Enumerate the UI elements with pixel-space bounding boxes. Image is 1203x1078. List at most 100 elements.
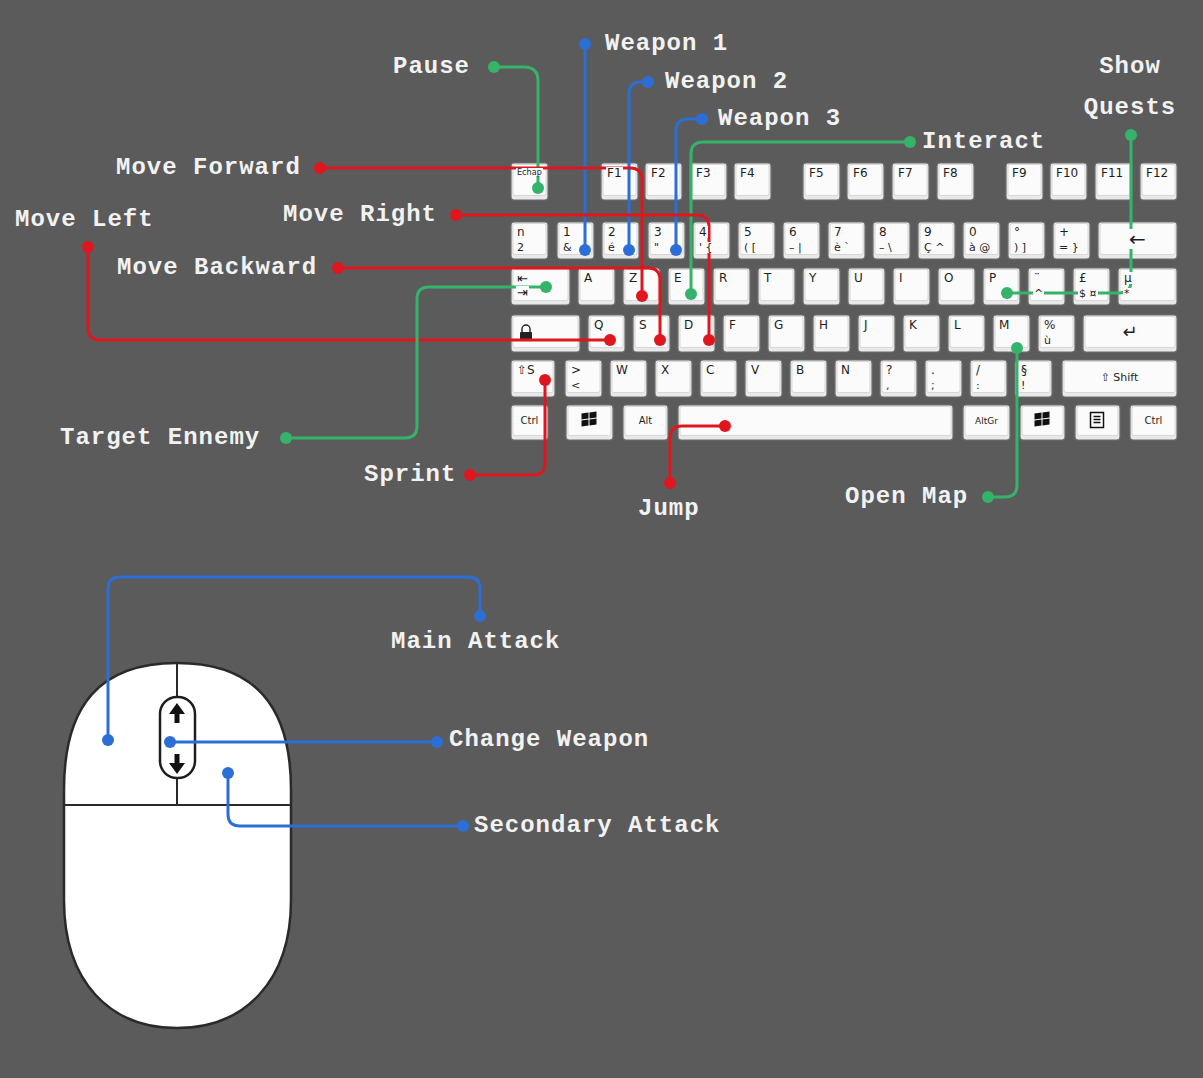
key-top [1077,407,1118,436]
key-top [1075,270,1108,301]
windows-icon-pane [1043,418,1050,425]
leader-dot [579,244,591,256]
key-top [920,224,953,255]
key-top [567,362,600,393]
keyboard-key: D [678,315,715,352]
key-label: ' { [698,242,714,253]
leader-dot [474,610,486,622]
keyboard-key: ↵ [1083,315,1177,352]
key-label: µ [1123,272,1133,284]
keyboard-key: F [723,315,760,352]
binding-label: Show Quests [1070,46,1190,128]
keyboard-key: F5 [803,163,840,200]
keyboard-key: Y [803,268,840,305]
key-shape [1075,405,1120,440]
key-label: = } [1058,242,1080,253]
key-top [815,317,848,348]
windows-icon-pane [590,411,597,418]
keyboard-key: P [983,268,1020,305]
key-top [612,362,645,393]
key-top [1085,317,1175,348]
key-label: L [953,319,962,331]
leader-dot [636,290,648,302]
keyboard-key: ¨^ [1028,268,1065,305]
keyboard-key: >< [565,360,602,397]
key-shape [690,163,727,200]
keyboard-key: K [903,315,940,352]
key-top [965,224,998,255]
leader-line [320,168,642,296]
windows-icon [582,411,597,426]
keyboard-key: 1& [557,222,594,259]
windows-icon [1035,411,1050,426]
key-label: £ [1078,272,1088,284]
key-top [805,165,838,196]
key-top [635,317,668,348]
key-label: R [718,272,728,284]
leader-dot [664,477,676,489]
keyboard-key: F6 [847,163,884,200]
leader-line [338,268,660,340]
key-top [950,317,983,348]
mouse-body [64,663,291,1028]
key-top [513,270,568,301]
keyboard-key: Alt [623,405,668,440]
key-label: N [840,364,851,376]
mouse-wheel [160,697,195,778]
key-top [1097,165,1130,196]
key-label: F11 [1100,167,1124,179]
key-shape [693,222,730,259]
leader-dot [539,374,551,386]
key-label: é [607,242,616,253]
leader-dot [457,820,469,832]
key-top [1100,224,1175,255]
key-top [792,362,825,393]
keyboard-key: U [848,268,885,305]
key-label: X [660,364,670,376]
key-shape [803,163,840,200]
key-label: 2 [607,226,617,238]
key-shape [847,163,884,200]
key-label: F8 [942,167,959,179]
key-shape [1062,360,1177,397]
leader-line [108,577,480,740]
key-label: – \ [878,242,893,253]
leader-dot [332,262,344,274]
key-top [965,407,1008,436]
key-label: 8 [878,226,888,238]
key-shape [648,222,685,259]
keyboard-key: F10 [1050,163,1087,200]
leader-dot [488,61,500,73]
keyboard-key: F7 [892,163,929,200]
key-shape [734,163,771,200]
key-shape [623,405,668,440]
key-shape [1006,163,1043,200]
keyboard-key: 0à @ [963,222,1000,259]
leader-dot [280,432,292,444]
key-label: 1 [562,226,572,238]
keyboard-key: 8 – \ [873,222,910,259]
key-label: 0 [968,226,978,238]
key-shape [511,163,548,200]
key-top [580,270,613,301]
keyboard-key: °) ] [1008,222,1045,259]
keyboard-key: 2é [602,222,639,259]
key-top [513,317,578,348]
key-shape [948,315,985,352]
keyboard-key: %ù [1038,315,1075,352]
key-top [805,270,838,301]
key-shape [1038,315,1075,352]
keyboard-key: X [655,360,692,397]
key-label: Ç ^ [923,242,945,253]
key-shape [668,268,705,305]
key-shape [835,360,872,397]
key-label: Ctrl [1144,416,1164,426]
leader-line [170,741,437,744]
menu-icon-lines [1094,417,1101,423]
key-shape [723,315,760,352]
key-label: Z [628,272,638,284]
windows-icon-pane [590,418,597,425]
keyboard-key: 7è ` [828,222,865,259]
keyboard-key: F3 [690,163,727,200]
leader-dot [703,334,715,346]
